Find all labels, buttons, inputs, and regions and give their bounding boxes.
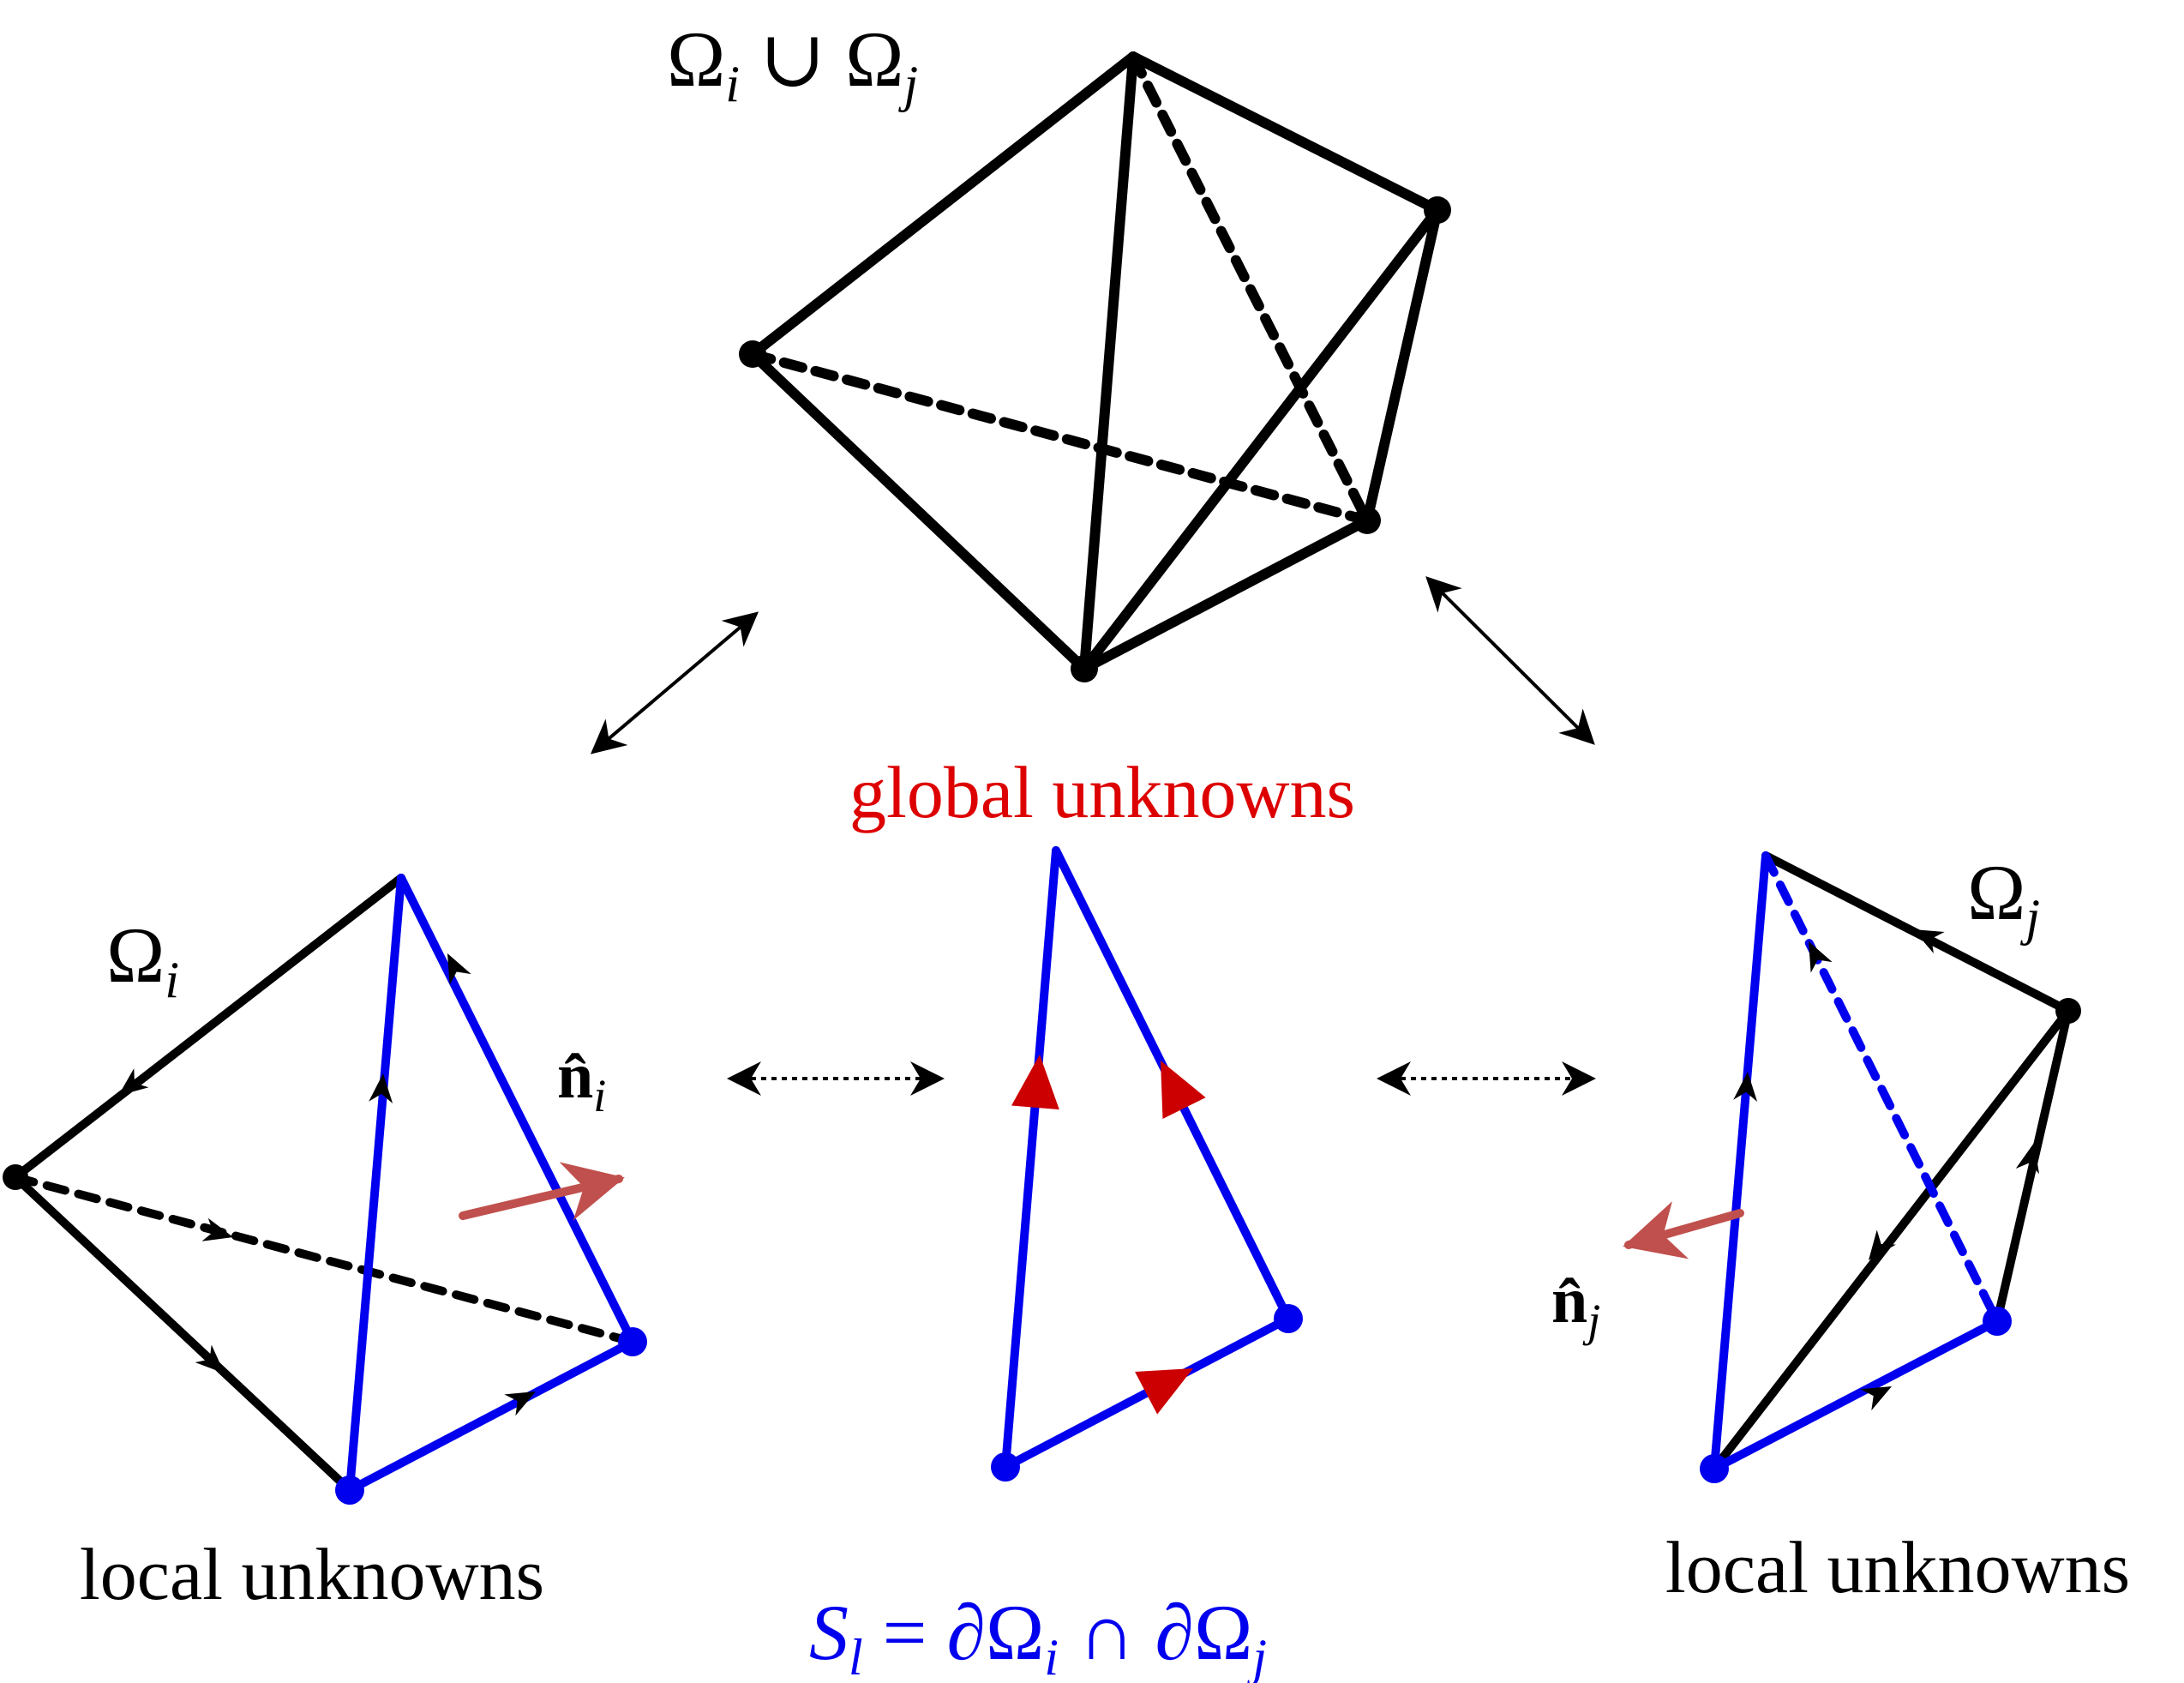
orientation-arrow	[1161, 1061, 1206, 1119]
edge	[1128, 51, 1443, 215]
orientation-arrow	[1011, 1055, 1059, 1110]
orientation-arrow	[1913, 929, 1945, 953]
normal-arrow-i	[459, 1162, 625, 1221]
normal-j-label: n̂j	[1551, 1265, 1600, 1346]
orientation-arrow	[2015, 1143, 2040, 1175]
global-unknowns-label: global unknowns	[849, 751, 1355, 833]
normal-arrow-j	[1623, 1201, 1744, 1259]
interface-edge	[1001, 846, 1060, 1471]
omega-i-label: Ωi	[106, 911, 179, 1008]
edge	[1710, 1007, 2073, 1473]
vertex	[3, 1164, 28, 1190]
omega-i-orientation-arrows	[118, 953, 536, 1416]
vertex	[1700, 1454, 1729, 1483]
vertex	[618, 1327, 647, 1356]
vertex	[1274, 1304, 1303, 1333]
tetrahedron-omega-j	[1710, 851, 2073, 1473]
vertex	[2055, 998, 2081, 1024]
edge-hidden	[11, 1173, 637, 1346]
tetrahedron-omega-i	[11, 874, 637, 1494]
vertex	[335, 1476, 364, 1505]
edge	[747, 349, 1089, 674]
orientation-arrow	[369, 1073, 393, 1104]
edge	[1079, 205, 1443, 674]
vertex	[739, 340, 766, 368]
double-arrow-left	[590, 611, 759, 754]
interface-edge	[345, 874, 405, 1494]
edge	[11, 874, 405, 1181]
orientation-arrow	[1860, 1386, 1892, 1411]
vertex	[1983, 1307, 2012, 1336]
orientation-arrow	[195, 1344, 225, 1373]
orientation-arrow	[201, 1217, 233, 1241]
interface-edge	[345, 1337, 637, 1494]
normal-i-label: n̂i	[557, 1040, 606, 1121]
orientation-arrow	[1733, 1072, 1758, 1103]
orientation-arrow	[504, 1391, 536, 1416]
vertex	[991, 1452, 1020, 1482]
interface-edge	[1710, 851, 1770, 1473]
edge	[1079, 51, 1138, 674]
edge	[747, 51, 1138, 359]
vertex	[1424, 196, 1451, 224]
omega-j-label: Ωj	[1967, 849, 2040, 946]
union-tetrahedron	[747, 51, 1443, 674]
orientation-arrow	[1135, 1368, 1193, 1415]
interface-label: Sl = ∂Ωi ∩ ∂Ωj	[809, 1589, 1267, 1683]
interface-edge-hidden	[1761, 851, 2001, 1325]
interface-edge	[397, 874, 637, 1346]
edge	[1079, 515, 1372, 674]
orientation-arrow	[1869, 1229, 1896, 1260]
omega-j-vertices	[1700, 998, 2081, 1483]
double-arrow-right	[1425, 576, 1595, 745]
local-unknowns-left-label: local unknowns	[80, 1533, 544, 1615]
vertex	[1071, 655, 1098, 682]
omega-j-orientation-arrows	[1733, 929, 2040, 1411]
orientation-arrow	[118, 1068, 149, 1096]
local-unknowns-right-label: local unknowns	[1665, 1526, 2130, 1608]
edge	[11, 1173, 354, 1494]
vertex	[1353, 507, 1381, 534]
edge	[1362, 205, 1443, 526]
union-label: Ωi ∪ Ωj	[667, 15, 918, 112]
edge-hidden	[747, 349, 1372, 526]
orientation-arrow	[447, 953, 471, 985]
interface-orientation-arrows	[1011, 1055, 1206, 1415]
union-vertices	[739, 196, 1451, 682]
interface-edge	[1710, 1317, 2001, 1473]
orientation-arrow	[1809, 941, 1833, 973]
edge-hidden	[1128, 51, 1372, 526]
omega-i-vertices	[3, 1164, 647, 1505]
interface-vertices	[991, 1304, 1303, 1482]
